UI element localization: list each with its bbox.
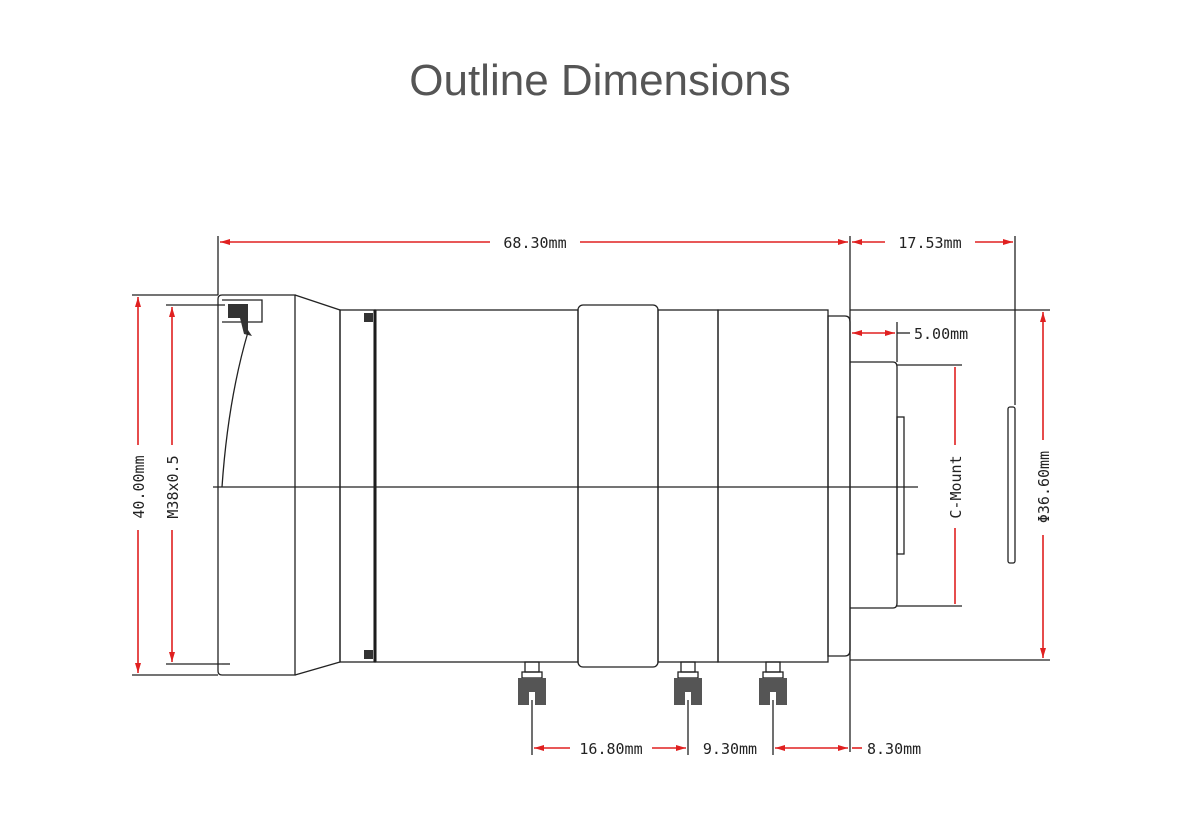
- dim-screw-spacing-1: 16.80mm: [579, 740, 642, 758]
- dim-overall-length: 68.30mm: [503, 234, 566, 252]
- dim-mount: C-Mount: [947, 455, 965, 518]
- dim-flange-depth: 5.00mm: [914, 325, 968, 343]
- screw-3: [759, 661, 787, 705]
- dim-screw-spacing-2: 9.30mm: [703, 740, 757, 758]
- lock-screws: [518, 661, 787, 705]
- dimension-lines: 68.30mm 17.53mm 5.00mm 40.00mm M38x0.5 C…: [130, 234, 1053, 758]
- extension-lines: [132, 236, 1050, 755]
- dim-filter-thread: M38x0.5: [164, 455, 182, 518]
- lens-body: [213, 294, 1016, 676]
- dim-outer-diameter: 40.00mm: [130, 455, 148, 518]
- dim-rear-diameter: Φ36.60mm: [1035, 451, 1053, 523]
- screw-1: [518, 661, 546, 705]
- dim-screw-to-flange: 8.30mm: [867, 740, 921, 758]
- page-title: Outline Dimensions: [409, 56, 791, 105]
- dim-back-length: 17.53mm: [898, 234, 961, 252]
- screw-2: [674, 661, 702, 705]
